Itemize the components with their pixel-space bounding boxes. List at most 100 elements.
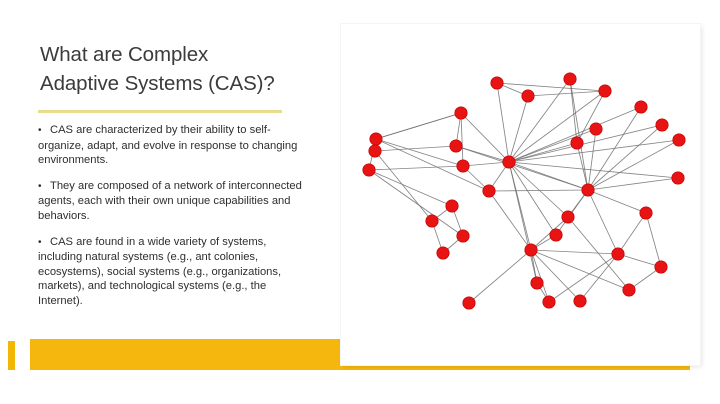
graph-edge [587, 124, 663, 191]
graph-node [490, 76, 504, 90]
graph-edge [530, 249, 550, 303]
list-item: •CAS are found in a wide variety of syst… [38, 235, 306, 309]
graph-edge [548, 253, 619, 303]
graph-node [672, 133, 686, 147]
graph-edge [488, 189, 589, 192]
graph-edge [468, 249, 532, 304]
bullet-list: •CAS are characterized by their ability … [38, 123, 306, 320]
accent-bar-tick [8, 341, 15, 370]
graph-edge [569, 78, 578, 144]
graph-edge [508, 90, 606, 163]
graph-node [445, 199, 459, 213]
graph-edge [587, 177, 679, 191]
title-divider [38, 110, 282, 113]
graph-node [502, 155, 516, 169]
graph-edge [462, 161, 510, 167]
graph-edge [530, 216, 569, 251]
graph-edge [488, 190, 532, 251]
graph-edge [587, 139, 680, 191]
graph-edge [617, 212, 647, 255]
graph-edge [508, 78, 571, 163]
graph-edge [508, 106, 642, 163]
bullet-marker-icon: • [38, 180, 42, 192]
graph-node [639, 206, 653, 220]
graph-edge [569, 78, 589, 191]
graph-edge [587, 128, 597, 191]
graph-edge [460, 112, 510, 163]
graph-edge [496, 82, 510, 163]
graph-edge [645, 212, 662, 268]
graph-node [436, 246, 450, 260]
graph-edge [460, 112, 464, 167]
bullet-marker-icon: • [38, 236, 42, 248]
graph-edge [374, 150, 433, 222]
graph-node [524, 243, 538, 257]
graph-node [589, 122, 603, 136]
graph-node [449, 139, 463, 153]
graph-edge [628, 266, 662, 291]
graph-edge [368, 165, 464, 171]
list-item-text: They are composed of a network of interc… [38, 179, 302, 222]
list-item: •CAS are characterized by their ability … [38, 123, 306, 168]
graph-edge [576, 142, 589, 191]
graph-node [368, 144, 382, 158]
graph-edge [617, 253, 662, 268]
graph-edge [576, 90, 606, 144]
graph-edge [508, 161, 569, 218]
graph-edge [496, 82, 606, 92]
graph-edge [508, 161, 589, 191]
graph-edge [530, 249, 630, 291]
graph-edge [375, 138, 490, 192]
edge-layer [368, 78, 680, 304]
network-image-panel [341, 24, 700, 365]
graph-node [454, 106, 468, 120]
graph-edge [530, 249, 581, 302]
graph-node [462, 296, 476, 310]
graph-node [563, 72, 577, 86]
list-item: •They are composed of a network of inter… [38, 179, 306, 224]
graph-edge [508, 161, 679, 179]
title-block: What are Complex Adaptive Systems (CAS)? [40, 40, 310, 98]
graph-node [456, 159, 470, 173]
graph-edge [508, 161, 538, 284]
graph-node [425, 214, 439, 228]
graph-node [634, 100, 648, 114]
node-layer [362, 72, 686, 310]
graph-node [482, 184, 496, 198]
graph-node [369, 132, 383, 146]
graph-edge [375, 112, 462, 140]
graph-node [654, 260, 668, 274]
graph-node [581, 183, 595, 197]
graph-node [456, 229, 470, 243]
graph-node [362, 163, 376, 177]
graph-edge [508, 142, 578, 163]
bullet-marker-icon: • [38, 125, 42, 136]
network-graph [362, 72, 686, 310]
graph-edge [508, 128, 597, 163]
graph-edge [508, 124, 663, 163]
graph-edge [368, 169, 464, 237]
graph-node [611, 247, 625, 261]
graph-node [521, 89, 535, 103]
graph-edge [508, 161, 557, 236]
graph-node [598, 84, 612, 98]
graph-edge [455, 145, 589, 191]
graph-node [671, 171, 685, 185]
graph-edge [587, 189, 647, 214]
graph-node [549, 228, 563, 242]
graph-node [573, 294, 587, 308]
graph-edge [374, 145, 457, 152]
graph-edge [368, 169, 453, 207]
graph-edge [508, 139, 680, 163]
graph-edge [530, 249, 619, 255]
list-item-text: CAS are characterized by their ability t… [38, 124, 298, 167]
graph-node [622, 283, 636, 297]
graph-edge [527, 90, 606, 97]
page-title: What are Complex Adaptive Systems (CAS)? [40, 43, 275, 95]
graph-edge [508, 95, 529, 163]
graph-node [561, 210, 575, 224]
list-item-text: CAS are found in a wide variety of syste… [38, 235, 282, 307]
graph-node [655, 118, 669, 132]
graph-edge [375, 138, 464, 167]
